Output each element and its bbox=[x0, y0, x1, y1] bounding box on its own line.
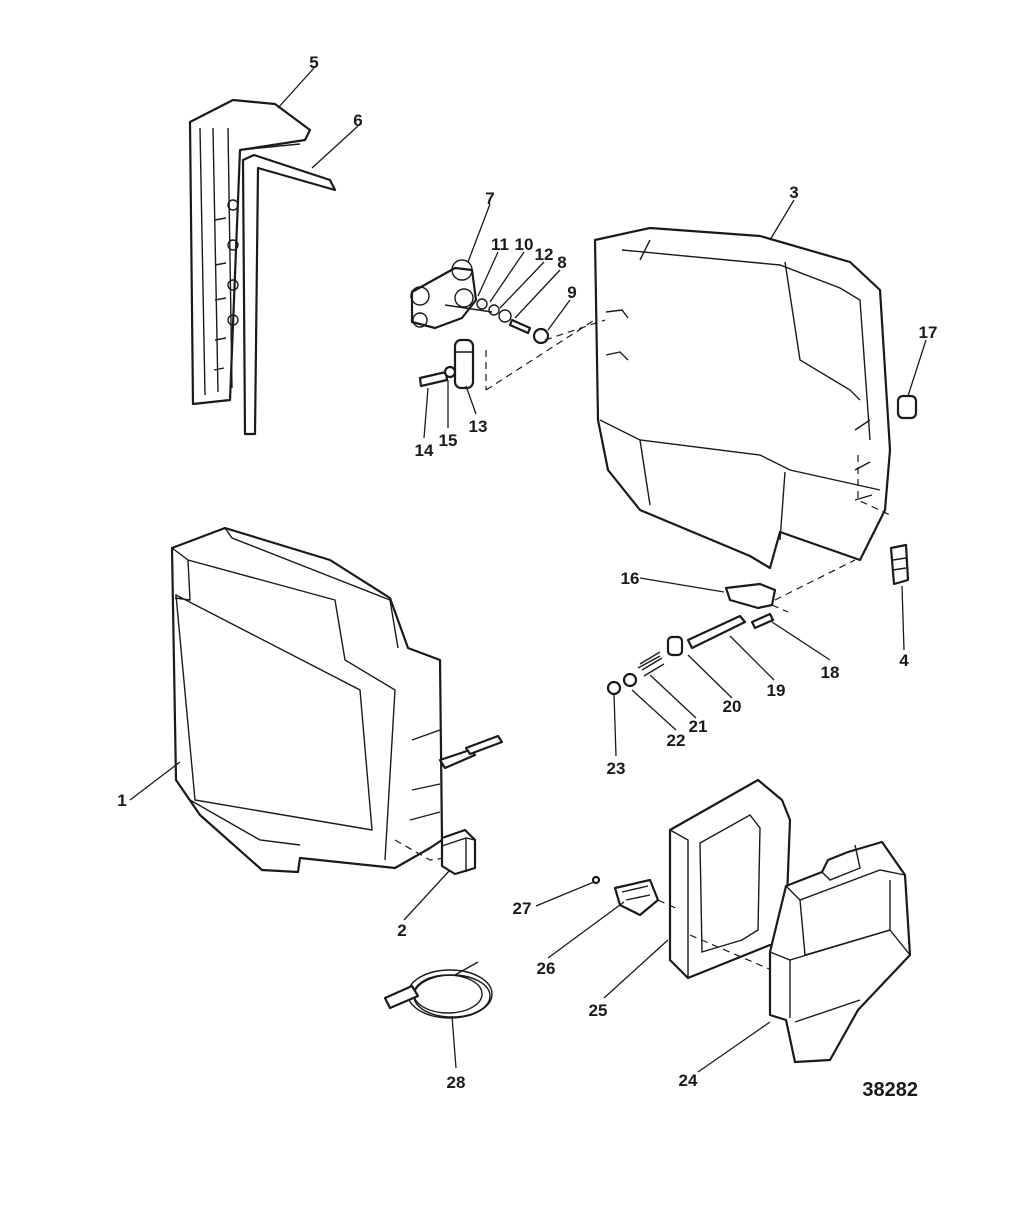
wire-rod bbox=[241, 153, 337, 436]
callout-5: 5 bbox=[309, 53, 318, 72]
callout-labels: 5 6 7 11 10 12 8 9 13 14 15 3 17 4 16 18… bbox=[117, 53, 937, 1092]
callout-9: 9 bbox=[567, 283, 576, 302]
callout-23: 23 bbox=[607, 759, 626, 778]
callout-21: 21 bbox=[689, 717, 708, 736]
latch-handle bbox=[724, 559, 856, 613]
callout-15: 15 bbox=[439, 431, 458, 450]
front-cover bbox=[170, 526, 504, 874]
front-lid bbox=[768, 840, 912, 1064]
callout-3: 3 bbox=[789, 183, 798, 202]
callout-4: 4 bbox=[899, 651, 909, 670]
callout-20: 20 bbox=[723, 697, 742, 716]
callout-26: 26 bbox=[537, 959, 556, 978]
callout-6: 6 bbox=[353, 111, 362, 130]
washer-stack bbox=[476, 298, 550, 345]
callout-11: 11 bbox=[491, 235, 509, 254]
block-2 bbox=[440, 828, 477, 876]
callout-19: 19 bbox=[767, 681, 786, 700]
callout-18: 18 bbox=[821, 663, 840, 682]
callout-2: 2 bbox=[397, 921, 406, 940]
callout-13: 13 bbox=[469, 417, 488, 436]
callout-8: 8 bbox=[557, 253, 566, 272]
callout-14: 14 bbox=[415, 441, 434, 460]
side-rail-assembly bbox=[188, 98, 312, 406]
clip-4 bbox=[889, 543, 910, 586]
callout-7: 7 bbox=[485, 189, 494, 208]
callout-22: 22 bbox=[667, 731, 686, 750]
callout-1: 1 bbox=[117, 791, 126, 810]
callout-leaders bbox=[129, 67, 927, 1073]
latch-rod bbox=[606, 612, 775, 696]
figure-number: 38282 bbox=[862, 1079, 918, 1101]
cable-28 bbox=[383, 961, 493, 1019]
callout-27: 27 bbox=[513, 899, 532, 918]
pivot-pin bbox=[418, 309, 611, 391]
callout-17: 17 bbox=[919, 323, 938, 342]
callout-10: 10 bbox=[515, 235, 534, 254]
callout-28: 28 bbox=[447, 1073, 466, 1092]
callout-24: 24 bbox=[679, 1071, 698, 1090]
plug-17 bbox=[896, 394, 918, 420]
callout-12: 12 bbox=[535, 245, 554, 264]
pivot-bracket bbox=[410, 259, 493, 330]
rear-cover bbox=[544, 226, 892, 570]
callout-25: 25 bbox=[589, 1001, 608, 1020]
callout-16: 16 bbox=[621, 569, 640, 588]
